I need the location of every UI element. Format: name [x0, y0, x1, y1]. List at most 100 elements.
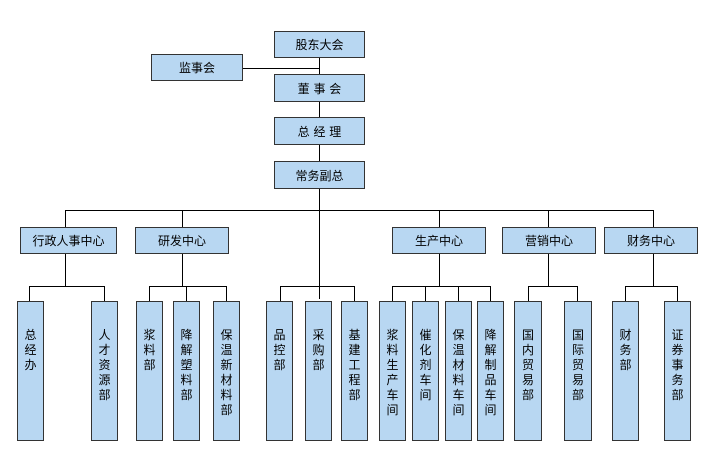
- label-char: 料: [386, 343, 399, 357]
- label-char: 车: [419, 373, 432, 387]
- node-domestic-trade-department: 国内贸易部: [514, 301, 542, 441]
- label-char: 资: [98, 358, 111, 372]
- label-char: 塑: [180, 358, 193, 372]
- label-char: 经: [24, 343, 37, 357]
- node-admin-hr-center: 行政人事中心: [20, 227, 117, 254]
- label-char: 间: [419, 388, 432, 402]
- label-char: 品: [484, 373, 497, 387]
- label-char: 降: [180, 328, 193, 342]
- label-char: 事: [671, 358, 684, 372]
- node-supervisory-board: 监事会: [151, 54, 243, 81]
- label-char: 贸: [521, 358, 534, 372]
- label-char: 间: [484, 403, 497, 417]
- label-char: 人: [98, 328, 111, 342]
- label-char: 易: [571, 373, 584, 387]
- label-char: 剂: [419, 358, 432, 372]
- label-char: 总: [24, 328, 37, 342]
- label-char: 贸: [571, 358, 584, 372]
- label-char: 车: [386, 388, 399, 402]
- label-char: 券: [671, 343, 684, 357]
- label-char: 控: [273, 343, 286, 357]
- node-international-trade-department: 国际贸易部: [564, 301, 592, 441]
- label-char: 新: [220, 358, 233, 372]
- label-char: 部: [98, 388, 111, 402]
- node-securities-affairs-department: 证券事务部: [664, 301, 691, 441]
- label-char: 易: [521, 373, 534, 387]
- node-gm-office: 总经办: [17, 301, 44, 441]
- label-char: 车: [484, 388, 497, 402]
- node-finance-department: 财务部: [612, 301, 639, 441]
- label-char: 采: [312, 328, 325, 342]
- node-construction-department: 基建工程部: [341, 301, 368, 441]
- label-char: 财: [619, 328, 632, 342]
- label-char: 温: [220, 343, 233, 357]
- label-char: 部: [273, 358, 286, 372]
- label-char: 源: [98, 373, 111, 387]
- node-insulation-workshop: 保温材料车间: [445, 301, 472, 441]
- label-char: 浆: [143, 328, 156, 342]
- node-shareholders-meeting: 股东大会: [274, 31, 365, 58]
- node-general-manager: 总 经 理: [274, 117, 365, 145]
- node-executive-vp: 常务副总: [274, 161, 365, 189]
- label-char: 间: [386, 403, 399, 417]
- node-purchasing-department: 采购部: [305, 301, 332, 441]
- label-char: 保: [452, 328, 465, 342]
- label-char: 材: [220, 373, 233, 387]
- node-degradable-plastics-department: 降解塑料部: [173, 301, 200, 441]
- label-char: 温: [452, 343, 465, 357]
- label-char: 材: [452, 358, 465, 372]
- label-char: 生: [386, 358, 399, 372]
- node-production-center: 生产中心: [392, 227, 486, 254]
- label-char: 品: [273, 328, 286, 342]
- label-char: 建: [348, 343, 361, 357]
- label-char: 国: [571, 328, 584, 342]
- label-char: 务: [619, 343, 632, 357]
- label-char: 制: [484, 358, 497, 372]
- label-char: 部: [348, 388, 361, 402]
- label-char: 解: [180, 343, 193, 357]
- label-char: 购: [312, 343, 325, 357]
- node-sales-center: 营销中心: [502, 227, 596, 254]
- label-char: 料: [452, 373, 465, 387]
- label-char: 基: [348, 328, 361, 342]
- node-insulation-materials-department: 保温新材料部: [213, 301, 240, 441]
- label-char: 车: [452, 388, 465, 402]
- label-char: 际: [571, 343, 584, 357]
- label-char: 部: [220, 403, 233, 417]
- label-char: 证: [671, 328, 684, 342]
- node-board-of-directors: 董 事 会: [274, 74, 365, 102]
- label-char: 务: [671, 373, 684, 387]
- label-char: 解: [484, 343, 497, 357]
- label-char: 部: [671, 388, 684, 402]
- label-char: 办: [24, 358, 37, 372]
- node-slurry-department: 浆料部: [136, 301, 163, 441]
- label-char: 部: [180, 388, 193, 402]
- label-char: 降: [484, 328, 497, 342]
- label-char: 部: [312, 358, 325, 372]
- label-char: 保: [220, 328, 233, 342]
- node-catalyst-workshop: 催化剂车间: [412, 301, 439, 441]
- label-char: 才: [98, 343, 111, 357]
- label-char: 产: [386, 373, 399, 387]
- node-rnd-center: 研发中心: [135, 227, 229, 254]
- label-char: 工: [348, 358, 361, 372]
- label-char: 程: [348, 373, 361, 387]
- label-char: 料: [220, 388, 233, 402]
- label-char: 间: [452, 403, 465, 417]
- node-finance-center: 财务中心: [604, 227, 698, 254]
- node-quality-control-department: 品控部: [266, 301, 293, 441]
- label-char: 部: [619, 358, 632, 372]
- node-hr-department: 人才资源部: [91, 301, 118, 441]
- label-char: 部: [571, 388, 584, 402]
- label-char: 化: [419, 343, 432, 357]
- label-char: 催: [419, 328, 432, 342]
- label-char: 内: [521, 343, 534, 357]
- label-char: 国: [521, 328, 534, 342]
- label-char: 料: [180, 373, 193, 387]
- label-char: 浆: [386, 328, 399, 342]
- node-slurry-workshop: 浆料生产车间: [379, 301, 406, 441]
- node-degradable-products-workshop: 降解制品车间: [477, 301, 504, 441]
- label-char: 部: [143, 358, 156, 372]
